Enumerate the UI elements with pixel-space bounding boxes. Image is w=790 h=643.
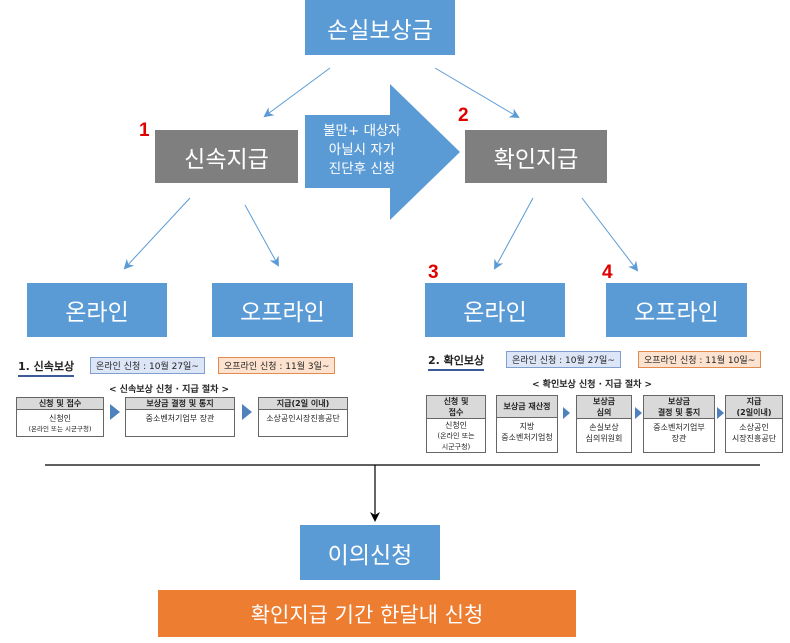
panel-left-step-1: 신청 및 접수 신청인 (온라인 또는 시군구청) [16, 397, 104, 437]
arrow-left-to-online [123, 197, 191, 270]
step-head: 보상금 결정 및 통지 [126, 398, 234, 410]
step-body: 손실보상 [589, 423, 619, 432]
middle-arrow-line3: 진단후 신청 [328, 161, 396, 177]
step-body: 중소벤처기업부 장관 [145, 414, 215, 423]
right-online-label: 온라인 [463, 300, 527, 326]
step-body: 지방 [519, 422, 535, 431]
step-body: 신청인 [444, 421, 468, 430]
bottom-box: 확인지급 기간 한달내 신청 [158, 590, 576, 637]
step-head: 접수 [448, 408, 464, 417]
step-arrow [717, 407, 724, 419]
step-body: 장관 [671, 434, 687, 443]
panel-left-online-tag: 온라인 신청 : 10월 27일~ [90, 357, 205, 374]
bottom-box-label: 확인지급 기간 한달내 신청 [250, 602, 484, 627]
left-online-label: 온라인 [65, 300, 129, 326]
number-1: 1 [139, 120, 150, 141]
panel-left-step-2: 보상금 결정 및 통지 중소벤처기업부 장관 [125, 397, 235, 437]
step-body: 중소벤처기업청 [501, 433, 553, 442]
step-head: 보상금 [667, 397, 691, 406]
arrow-left-to-offline [244, 204, 279, 267]
step-head: 심의 [596, 408, 612, 417]
top-box-label: 손실보상금 [327, 17, 433, 44]
quick-payment-box: 신속지급 [155, 130, 298, 183]
arrow-top-to-left [263, 67, 331, 118]
number-3: 3 [428, 262, 439, 283]
middle-arrow-line2: 아닐시 자가 [328, 142, 396, 158]
confirm-payment-label: 확인지급 [493, 146, 579, 173]
confirm-payment-panel: 2. 확인보상 온라인 신청 : 10월 27일~ 오프라인 신청 : 11월 … [424, 346, 786, 458]
middle-block-arrow [305, 84, 460, 220]
panel-left-step-3: 지급(2일 이내) 소상공인시장진흥공단 [258, 397, 348, 437]
step-head: 신청 및 접수 [17, 398, 103, 410]
middle-arrow-line1: 불만+ 대상자 [323, 123, 401, 139]
quick-payment-label: 신속지급 [184, 146, 269, 173]
confirm-payment-box: 확인지급 [465, 130, 607, 183]
step-body: 심의위원회 [585, 434, 623, 443]
step-body: 중소벤처기업부 [653, 423, 705, 432]
step-body: 시군구청) [441, 443, 471, 451]
step-body: 소상공인시장진흥공단 [266, 414, 340, 423]
panel-right-title: 2. 확인보상 [428, 352, 485, 371]
right-online-box: 온라인 [425, 283, 565, 337]
step-head: 보상금 [592, 397, 616, 406]
step-arrow [242, 404, 252, 420]
step-arrow [635, 407, 642, 419]
step-head: 보상금 재산정 [503, 402, 551, 411]
right-offline-box: 오프라인 [606, 283, 747, 337]
step-head: 지급(2일 이내) [259, 398, 347, 410]
step-body: 신청인 [48, 414, 72, 423]
arrow-top-to-right [434, 67, 520, 119]
panel-left-offline-tag: 오프라인 신청 : 11월 3일~ [218, 357, 336, 374]
step-body: (온라인 또는 시군구청) [28, 425, 92, 433]
step-arrow [563, 407, 570, 419]
panel-left-procedure: < 신속보상 신청 · 지급 절차 > [109, 385, 230, 395]
number-4: 4 [602, 262, 613, 283]
step-body: (온라인 또는 [437, 432, 475, 440]
step-head: (2일이내) [736, 408, 772, 417]
panel-right-offline-tag: 오프라인 신청 : 11월 10일~ [638, 351, 762, 368]
left-offline-box: 오프라인 [212, 283, 353, 337]
right-offline-label: 오프라인 [634, 300, 719, 326]
step-body: 시장진흥공단 [731, 434, 777, 443]
step-head: 지급 [746, 397, 762, 406]
panel-right-procedure: < 확인보상 신청 · 지급 절차 > [532, 380, 653, 390]
appeal-label: 이의신청 [327, 542, 413, 569]
panel-right-online-tag: 온라인 신청 : 10월 27일~ [506, 351, 621, 368]
panel-left-title: 1. 신속보상 [18, 358, 75, 377]
left-online-box: 온라인 [27, 283, 167, 337]
quick-payment-panel: 1. 신속보상 온라인 신청 : 10월 27일~ 오프라인 신청 : 11월 … [14, 352, 354, 457]
step-arrow [110, 404, 120, 420]
appeal-box: 이의신청 [300, 525, 440, 580]
step-head: 결정 및 통지 [657, 408, 701, 417]
arrow-right-to-online [494, 197, 534, 270]
number-2: 2 [458, 105, 469, 126]
step-head: 신청 및 [443, 397, 469, 406]
top-box: 손실보상금 [305, 0, 455, 55]
arrow-right-to-offline [581, 197, 639, 272]
left-offline-label: 오프라인 [240, 300, 325, 326]
middle-arrow-text: 불만+ 대상자 아닐시 자가 진단후 신청 [308, 122, 416, 179]
step-body: 소상공인 [739, 423, 769, 432]
